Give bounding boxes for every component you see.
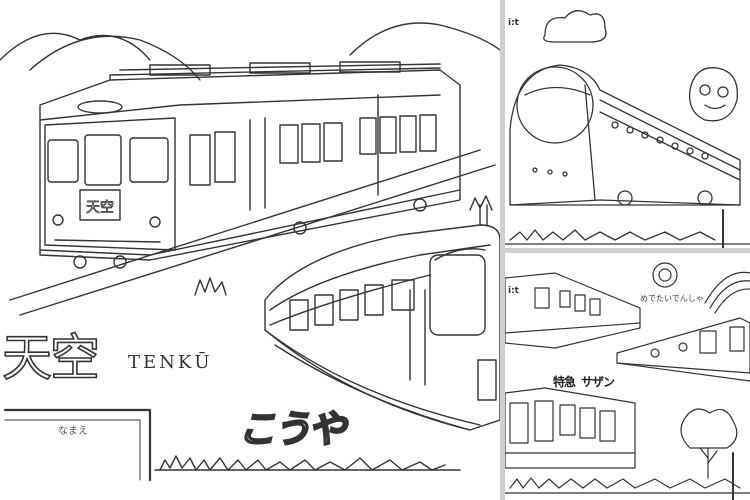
train-southern [505,387,636,469]
bottom-right-corner-mark: i:t [508,286,519,296]
grass-2 [469,195,493,211]
tenku-title-kanji: 天空 [1,328,101,388]
name-label: なまえ [58,426,88,437]
bottom-right-line-art [505,262,750,500]
tree-icon [680,408,738,449]
tenku-train: 天空 [39,61,461,269]
cloud-icon [543,10,607,43]
train-upper-left [505,272,641,349]
rainbow-icon [704,271,750,304]
main-line-art: 天空 [0,22,500,482]
mascot-icon [688,67,738,122]
tenku-title-latin: TENKŪ [128,352,213,373]
hill-right [349,22,500,56]
rapi-t-train [509,64,741,206]
southern-label: サザン [581,375,615,389]
bottom-right-coloring-panel: i:t めでたいでんしゃ 特急 サザン [505,253,750,500]
panel-separator-vertical [500,0,505,500]
name-box [3,408,152,482]
top-right-coloring-panel: i:t [505,0,750,248]
hill-mid [29,35,201,81]
main-coloring-panel: 天空 [0,22,500,482]
tokkyu-label: 特急 [553,375,576,389]
rail-1 [9,149,481,301]
koya-train [264,204,500,431]
svg-text:天空: 天空 [86,200,114,216]
grass-1 [194,277,227,296]
medetai-label: めでたいでんしゃ [640,294,704,303]
top-right-corner-mark: i:t [508,18,519,28]
panel-separator-horizontal [505,248,750,253]
koya-title: こうや [237,406,347,452]
top-right-line-art [505,10,750,248]
rail-2 [19,164,496,316]
train-medetai [616,317,750,374]
ground-grass [159,455,446,471]
medetai-logo-icon [652,262,678,288]
